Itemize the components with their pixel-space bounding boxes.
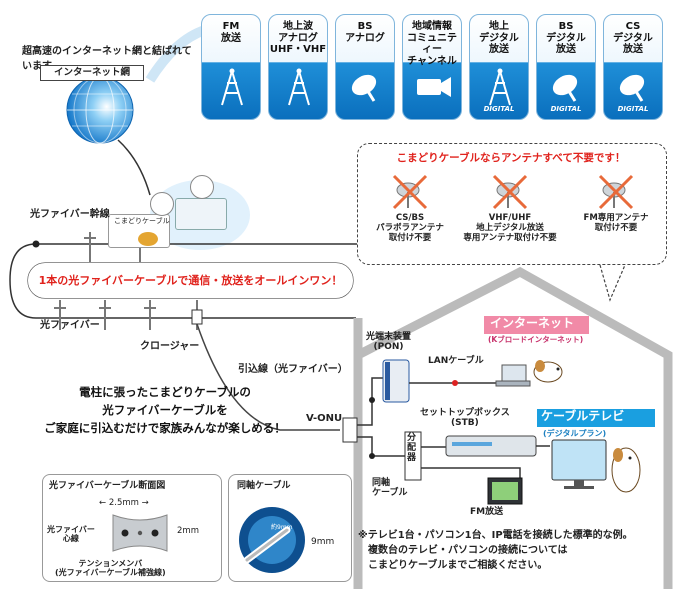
fiber-label: 光ファイバー [40, 320, 100, 331]
fiber-cross-section-icon [112, 514, 168, 552]
service-label: FM 放送 [221, 21, 241, 44]
signal-beam [145, 25, 207, 83]
cross-section-box: 光ファイバーケーブル断面図 ← 2.5mm → 2mm 光ファイバー 心線 テン… [42, 474, 222, 582]
fm-antenna-crossed-icon [598, 174, 634, 210]
internet-service-band [484, 316, 589, 334]
dish-antenna-icon-2 [190, 175, 214, 199]
width-dim-value: 2.5mm [108, 498, 139, 508]
stb-device-icon [445, 435, 537, 457]
service-tile: CS デジタル 放送 DIGITAL [603, 14, 663, 120]
trunk-label: 光ファイバー幹線 [30, 209, 110, 220]
digital-tower-icon [489, 68, 511, 106]
digital-badge: DIGITAL [550, 105, 582, 113]
dropline-label: 引込線（光ファイバー） [238, 364, 348, 375]
height-dimension: 2mm [177, 526, 199, 536]
vonu-label: V-ONU [306, 413, 343, 424]
video-camera-icon [417, 77, 451, 97]
service-tile: 地域情報 コミュニティー チャンネル [402, 14, 462, 120]
footnote: ※テレビ1台・パソコン1台、IP電話を接続した標準的な例。 複数台のテレビ・パソ… [358, 530, 633, 571]
catv-service-title: ケーブルテレビ [541, 409, 625, 423]
closure-box [191, 309, 203, 325]
allinone-text: 1本の光ファイバーケーブルで通信・放送をオールインワン！ [38, 274, 343, 287]
service-label: BS デジタル 放送 [546, 21, 586, 55]
analog-tower-icon [288, 68, 310, 106]
closure-label: クロージャー [140, 341, 200, 352]
coax-small-dim: 約9mm [271, 524, 293, 531]
globe-icon [66, 76, 134, 144]
parabola-antenna-crossed-icon [392, 174, 428, 210]
cross-section-title: 光ファイバーケーブル断面図 [49, 481, 166, 491]
service-tile: BS アナログ [335, 14, 395, 120]
internet-network-label: インターネット網 [40, 65, 144, 81]
catv-service-band [537, 409, 655, 427]
laptop-icon [495, 364, 531, 387]
service-label: 地域情報 コミュニティー チャンネル [407, 21, 457, 67]
lan-label: LANケーブル [428, 356, 484, 366]
robin-bird-icon [138, 232, 158, 246]
fm-receiver-icon [487, 477, 523, 505]
bs-satellite-icon [351, 74, 377, 102]
tension-label: テンションメンバ (光ファイバーケーブル補強線) [55, 559, 166, 578]
no-antenna-title: こまどりケーブルならアンテナすべて不要です！ [396, 152, 626, 164]
digital-badge: DIGITAL [483, 105, 515, 113]
internet-service-title: インターネット [490, 316, 575, 330]
internet-service-sub: (Kブロードインターネット) [488, 335, 584, 344]
fm-label: FM放送 [470, 507, 504, 517]
no-antenna-item-label: VHF/UHF 地上デジタル放送 専用アンテナ取付け不要 [463, 213, 557, 243]
dog-mascot-icon [533, 360, 563, 383]
coax-cable-label: 同軸 ケーブル [372, 478, 408, 499]
coax-dim: 9mm [311, 537, 335, 547]
headend-building [175, 198, 227, 230]
station-sign: こまどりケーブル [114, 217, 170, 225]
service-label: 地上波 アナログ UHF・VHF [269, 21, 327, 55]
dish-antenna-icon [150, 192, 174, 216]
pon-label: 光端末装置 (PON) [366, 332, 412, 353]
service-tile: BS デジタル 放送 DIGITAL [536, 14, 596, 120]
catv-service-sub: (デジタルプラン) [543, 429, 607, 438]
splitter-label: 分配器 [407, 433, 417, 463]
service-label: 地上 デジタル 放送 [479, 21, 519, 55]
splitter-box [404, 431, 422, 481]
core-label: 光ファイバー 心線 [47, 525, 95, 544]
bs-digital-satellite-icon [552, 74, 578, 102]
service-label: BS アナログ [345, 21, 385, 44]
digital-badge: DIGITAL [617, 105, 649, 113]
no-antenna-item-label: FM専用アンテナ 取付け不要 [583, 213, 649, 233]
tv-icon [551, 439, 607, 489]
yagi-antenna-crossed-icon [492, 174, 528, 210]
radio-tower-icon [221, 68, 243, 106]
service-tile: FM 放送 [201, 14, 261, 120]
coax-box: 同軸ケーブル 約9mm 9mm [228, 474, 352, 582]
no-antenna-item-label: CS/BS パラボラアンテナ 取付け不要 [376, 213, 444, 243]
dog-with-remote-icon [611, 447, 641, 493]
big-message: 電柱に張ったこまどりケーブルの 光ファイバーケーブルを ご家庭に引込むだけで家族… [44, 385, 286, 435]
pon-device-icon [382, 359, 410, 403]
width-dimension: ← 2.5mm → [99, 498, 149, 508]
no-antenna-box: こまどりケーブルならアンテナすべて不要です！ CS/BS パラボラアンテナ 取付… [357, 143, 667, 265]
service-tile: 地上波 アナログ UHF・VHF [268, 14, 328, 120]
allinone-banner: 1本の光ファイバーケーブルで通信・放送をオールインワン！ [28, 263, 353, 298]
stb-label: セットトップボックス (STB) [420, 408, 510, 429]
cs-digital-satellite-icon [619, 74, 645, 102]
coax-cable-icon [239, 507, 305, 573]
service-label: CS デジタル 放送 [613, 21, 653, 55]
coax-title: 同軸ケーブル [237, 481, 291, 491]
service-tile: 地上 デジタル 放送 DIGITAL [469, 14, 529, 120]
